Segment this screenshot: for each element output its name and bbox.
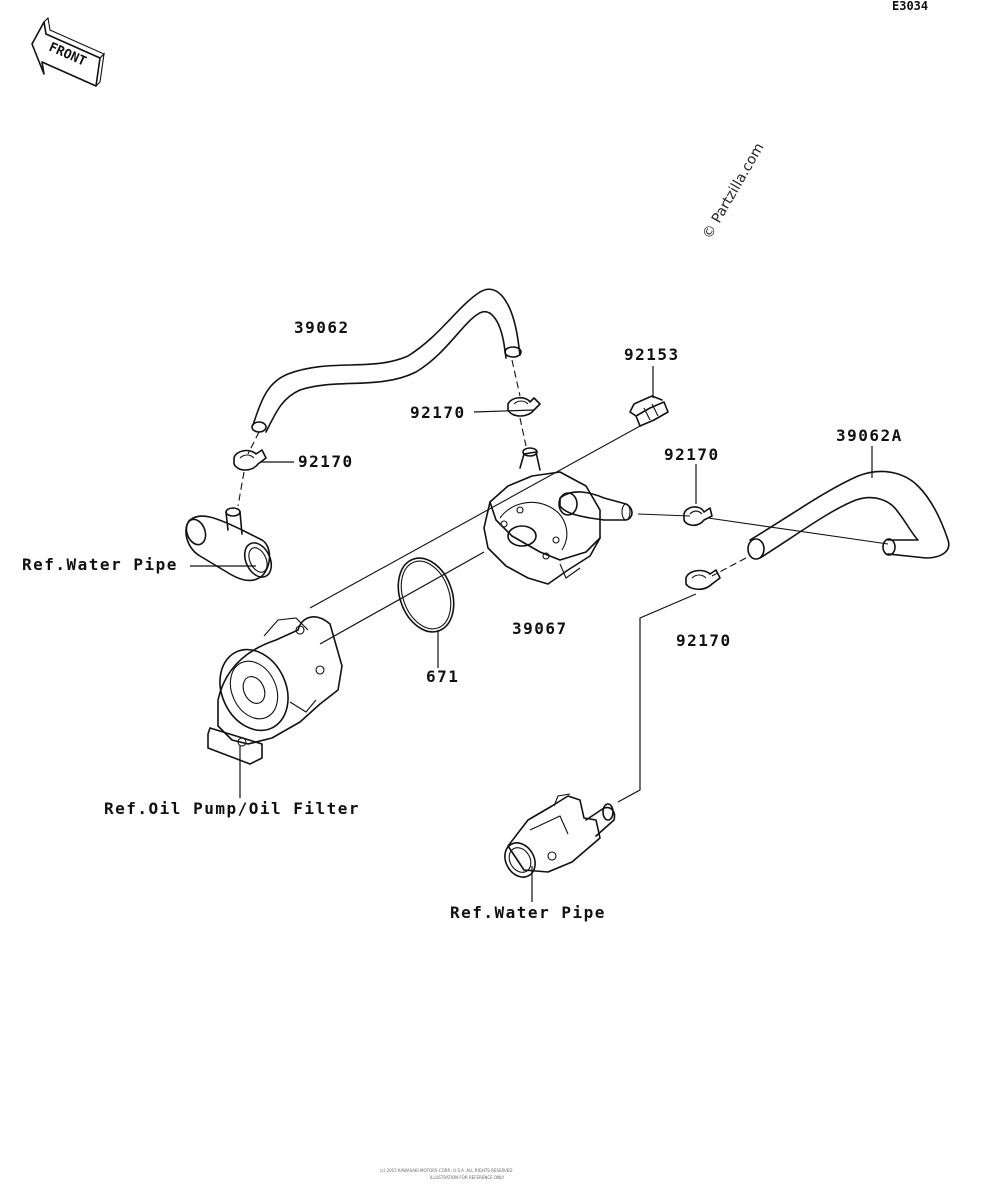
hose-39062 <box>251 288 522 433</box>
callout-92153: 92153 <box>624 345 680 364</box>
callout-92170-left: 92170 <box>298 452 354 471</box>
clamp-right-upper <box>683 506 713 527</box>
callout-92170-upper: 92170 <box>410 403 466 422</box>
callout-39067: 39067 <box>512 619 568 638</box>
hose-39062A <box>747 470 950 560</box>
o-ring-671 <box>397 557 455 633</box>
callout-92170-right-lower: 92170 <box>676 631 732 650</box>
ref-oil-pump-filter: Ref.Oil Pump/Oil Filter <box>104 799 360 818</box>
water-pipe-left <box>185 507 273 582</box>
footer-line-1: (c) 2015 KAWASAKI MOTORS CORP., U.S.A. A… <box>380 1168 512 1173</box>
bolt-92153 <box>629 395 669 427</box>
ref-water-pipe-left: Ref.Water Pipe <box>22 555 178 574</box>
front-arrow-icon: FRONT <box>31 16 105 87</box>
callout-671: 671 <box>426 667 459 686</box>
callout-92170-right-upper: 92170 <box>664 445 720 464</box>
watermark-text: © Partzilla.com <box>700 140 768 242</box>
clamp-upper <box>507 396 541 417</box>
callout-39062: 39062 <box>294 318 350 337</box>
water-pipe-bottom <box>504 793 616 878</box>
clamp-left <box>233 449 267 471</box>
clamp-right-lower <box>685 569 721 591</box>
oil-cooler-39067 <box>483 447 633 585</box>
ref-water-pipe-bottom: Ref.Water Pipe <box>450 903 606 922</box>
callout-39062A: 39062A <box>836 426 903 445</box>
footer-line-2: ILLUSTRATION FOR REFERENCE ONLY <box>430 1175 505 1180</box>
oil-pump-filter <box>207 616 343 765</box>
diagram-code: E3034 <box>892 0 928 13</box>
